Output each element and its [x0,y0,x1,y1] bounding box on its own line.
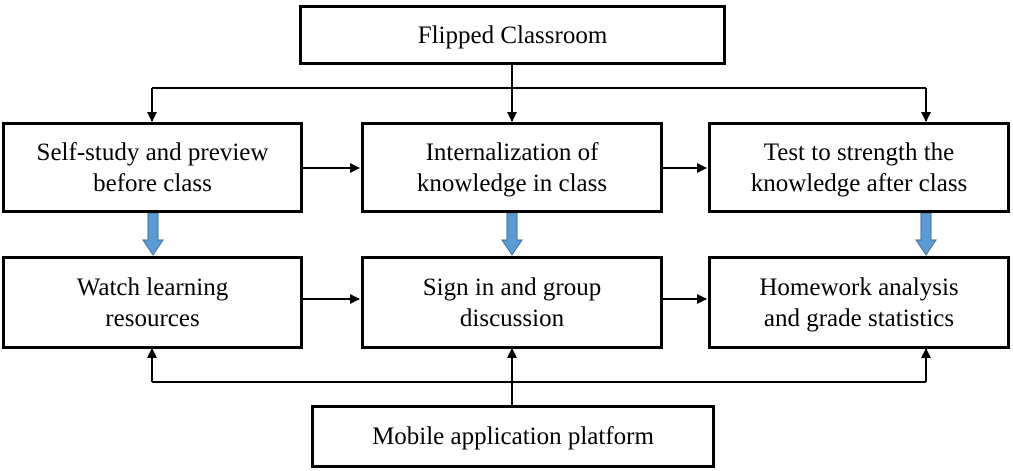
node-homework-analysis: Homework analysis and grade statistics [708,256,1010,349]
node-test-strength: Test to strength the knowledge after cla… [708,122,1010,213]
node-self-study-preview-label: Self-study and preview before class [36,138,269,197]
block-arrow-selfstudy-to-watch [142,212,164,256]
block-arrow-test-to-homework [915,212,937,256]
node-self-study-preview: Self-study and preview before class [2,122,303,213]
node-watch-resources-label: Watch learning resources [76,273,229,332]
node-sign-in-discussion: Sign in and group discussion [361,256,663,349]
node-homework-analysis-label: Homework analysis and grade statistics [759,273,959,332]
node-internalization-label: Internalization of knowledge in class [416,138,608,197]
node-internalization: Internalization of knowledge in class [361,122,663,213]
node-mobile-platform: Mobile application platform [311,405,715,468]
node-test-strength-label: Test to strength the knowledge after cla… [750,138,968,197]
node-mobile-platform-label: Mobile application platform [372,423,654,450]
node-sign-in-discussion-label: Sign in and group discussion [422,273,602,332]
node-flipped-classroom: Flipped Classroom [299,5,726,65]
block-arrow-internalization-to-signin [501,212,523,256]
node-flipped-classroom-label: Flipped Classroom [417,21,608,49]
node-watch-resources: Watch learning resources [2,256,303,349]
